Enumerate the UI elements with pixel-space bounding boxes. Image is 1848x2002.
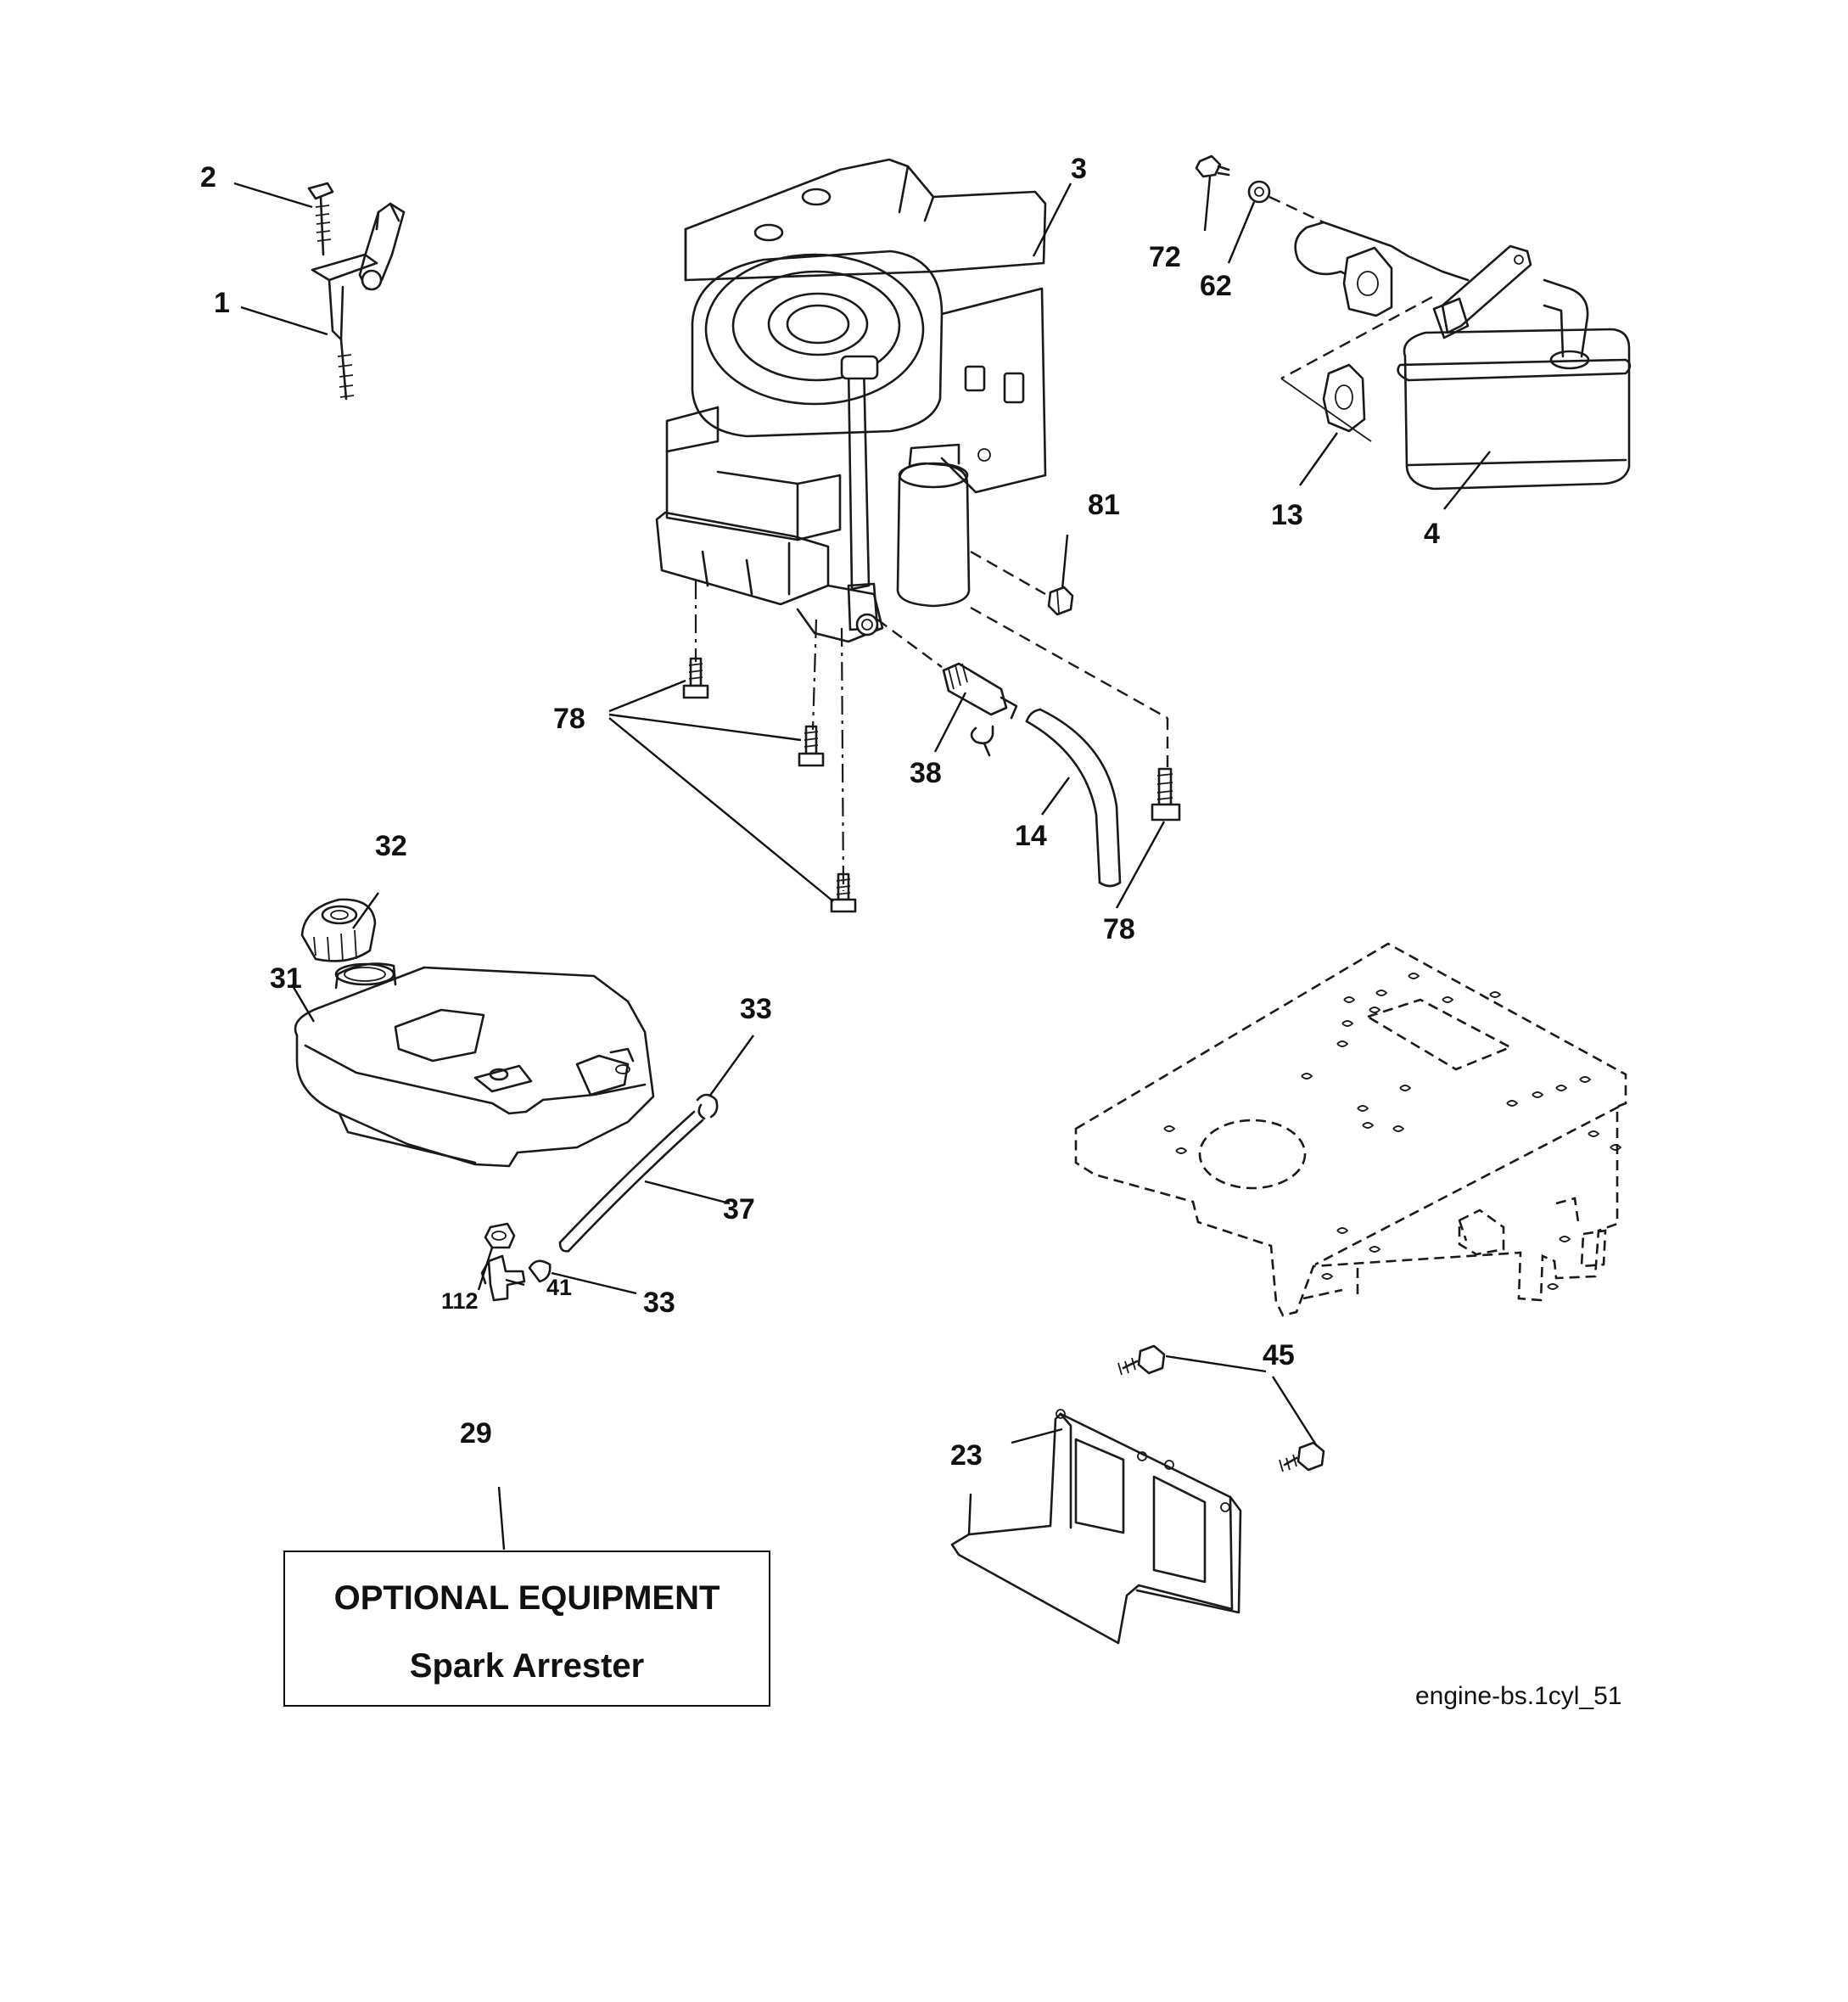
optional-equipment-title: OPTIONAL EQUIPMENT: [333, 1579, 720, 1617]
part-label-45: 45: [1263, 1339, 1295, 1371]
leader-lines: [233, 176, 1491, 1551]
throttle-control-drawing: [307, 182, 406, 401]
muffler-drawing: [1195, 154, 1632, 491]
part-label-2: 2: [200, 161, 216, 193]
part-label-78-right: 78: [1103, 913, 1135, 945]
part-label-23: 23: [950, 1439, 983, 1472]
part-label-112: 112: [441, 1288, 479, 1314]
part-label-32: 32: [375, 830, 407, 862]
part-label-41: 41: [546, 1275, 572, 1300]
part-label-14: 14: [1015, 820, 1047, 852]
engine-bolts-drawing: [682, 580, 1181, 913]
part-label-29: 29: [460, 1417, 492, 1450]
part-label-1: 1: [214, 287, 230, 319]
part-label-4: 4: [1424, 518, 1440, 550]
drawing-code: engine-bs.1cyl_51: [1415, 1682, 1622, 1710]
part-label-31: 31: [270, 962, 302, 995]
part-label-38: 38: [910, 757, 942, 789]
part-label-13: 13: [1271, 499, 1303, 531]
fuel-tank-drawing: [294, 898, 719, 1302]
part-labels: 1 2 3 4 13 14 23 29 31 32 33 33 37 38 41…: [200, 153, 1440, 1472]
optional-equipment-box: OPTIONAL EQUIPMENT Spark Arrester: [283, 1551, 770, 1707]
part-label-37: 37: [723, 1193, 755, 1225]
optional-equipment-item: Spark Arrester: [409, 1647, 645, 1685]
engine-drawing: [655, 158, 1047, 643]
part-label-33-lower: 33: [643, 1287, 675, 1319]
oil-drain-drawing: [876, 550, 1122, 888]
heat-shield-drawing: [950, 1344, 1325, 1645]
part-label-3: 3: [1071, 153, 1087, 185]
chassis-outline-drawing: [1074, 942, 1627, 1317]
part-label-62: 62: [1200, 270, 1232, 302]
part-label-72: 72: [1149, 241, 1181, 273]
part-label-81: 81: [1088, 489, 1120, 521]
part-label-78-left: 78: [553, 703, 585, 735]
part-label-33-upper: 33: [740, 993, 772, 1025]
